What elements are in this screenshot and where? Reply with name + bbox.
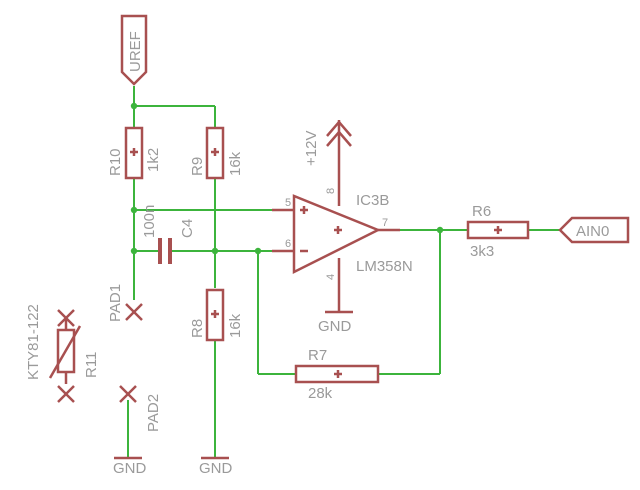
r9-value-label: 16k [227, 151, 244, 176]
kty-label: KTY81-122 [25, 304, 42, 380]
junctions [130, 102, 444, 255]
r7-value-label: 28k [308, 385, 333, 402]
r6-value-label: 3k3 [470, 243, 494, 260]
junction-uref [130, 102, 138, 110]
junction-feedback [254, 247, 262, 255]
resistor-r9: R9 16k [189, 126, 244, 180]
pin5-label: 5 [285, 197, 291, 209]
r6-name-label: R6 [472, 203, 491, 220]
pin6-label: 6 [285, 238, 291, 250]
r8-value-label: 16k [227, 313, 244, 338]
resistor-r8: R8 16k [189, 288, 244, 342]
junction-r9-r8 [211, 247, 219, 255]
junction-c4-left [130, 247, 138, 255]
pad2: PAD2 [119, 385, 162, 432]
pad1: PAD1 [107, 284, 143, 322]
r11-label: R11 [83, 352, 100, 378]
resistor-r6: R6 3k3 [466, 203, 530, 260]
opamp-ic3b: 5 6 7 4 IC3B LM358N GND [272, 192, 413, 335]
junction-output [436, 226, 444, 234]
pin4-label: 4 [325, 274, 337, 280]
pad1-label: PAD1 [107, 284, 124, 322]
pad2-label: PAD2 [145, 394, 162, 432]
wires [127, 86, 560, 458]
capacitor-c4: C4 100n [141, 205, 196, 264]
supply-12v-label: +12V [303, 131, 320, 166]
uref-port: UREF [120, 14, 148, 86]
r10-name-label: R10 [107, 148, 124, 176]
r8-name-label: R8 [189, 319, 206, 338]
supply-12v: +12V 8 [303, 120, 352, 194]
ground-labels: GND GND [113, 456, 233, 477]
ain0-port: AIN0 [558, 216, 630, 244]
r7-name-label: R7 [308, 347, 327, 364]
resistor-r10: R10 1k2 [107, 126, 162, 180]
gnd-r8-label: GND [199, 460, 233, 477]
junction-r10-bottom [130, 206, 138, 214]
uref-label: UREF [127, 31, 144, 72]
ic-name-label: IC3B [356, 192, 389, 209]
pin7-label: 7 [382, 217, 388, 229]
ic-value-label: LM358N [356, 258, 413, 275]
pin8-label: 8 [325, 188, 337, 194]
r10-value-label: 1k2 [145, 148, 162, 172]
sensor-kty81: KTY81-122 R11 [25, 304, 100, 403]
resistor-r7: R7 28k [294, 347, 380, 402]
c4-value-label: 100n [141, 205, 158, 238]
ain0-label: AIN0 [576, 223, 609, 240]
gnd-opamp-label: GND [318, 318, 352, 335]
c4-name-label: C4 [179, 219, 196, 238]
gnd-pad2-label: GND [113, 460, 147, 477]
r9-name-label: R9 [189, 157, 206, 176]
